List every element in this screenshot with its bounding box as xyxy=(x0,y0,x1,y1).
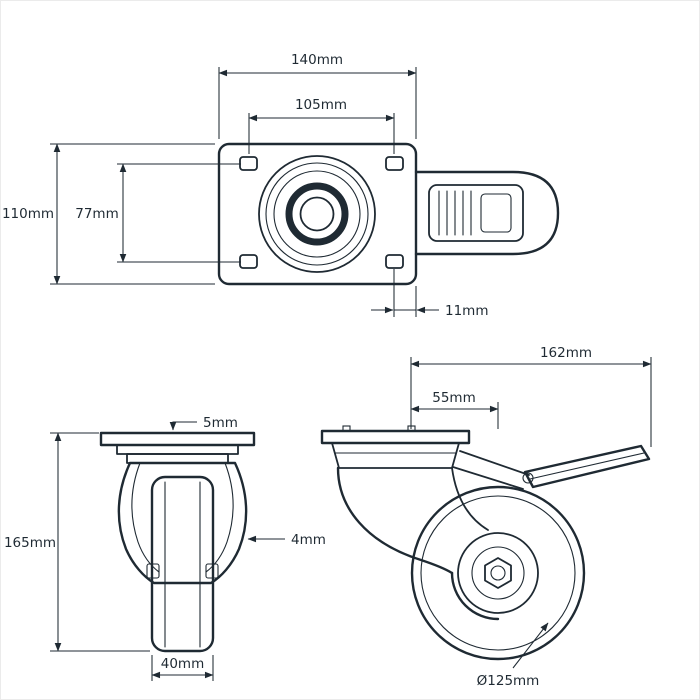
dim-label-110mm: 110mm xyxy=(2,206,54,222)
dim-swivel-offset: 55mm xyxy=(410,390,499,429)
leader-arrow xyxy=(512,622,549,669)
fork-hub-arc xyxy=(450,571,500,621)
kingpin-ring xyxy=(285,182,349,246)
dim-label-40mm: 40mm xyxy=(161,656,204,672)
dim-overall-depth: 110mm xyxy=(2,143,215,285)
leader-arrow xyxy=(169,421,197,431)
mounting-hole xyxy=(385,156,404,171)
swivel-bearing-rings xyxy=(258,155,376,273)
dim-hole-spacing-vertical: 77mm xyxy=(75,163,241,263)
brake-pedal-top xyxy=(428,184,524,242)
brake-housing-top xyxy=(414,170,560,256)
front-view: 5mm 165mm 4mm 40mm xyxy=(4,415,326,681)
axle-end-left xyxy=(146,563,160,579)
dim-overall-length: 162mm xyxy=(410,345,652,447)
brake-housing-outline xyxy=(414,170,560,256)
dim-clearance: 4mm xyxy=(247,532,326,548)
dim-label-105mm: 105mm xyxy=(295,97,347,113)
brake-link-upper xyxy=(459,450,530,476)
wheel-tread-inner xyxy=(420,495,576,651)
dim-overall-height: 165mm xyxy=(4,432,150,652)
dim-label-77mm: 77mm xyxy=(75,206,118,222)
wheel-side xyxy=(410,485,586,661)
fork-leg-inner xyxy=(451,467,489,531)
kingpin-hole xyxy=(299,196,335,232)
top-plate-outline xyxy=(217,142,418,286)
side-view: 162mm 55mm Ø125mm xyxy=(320,345,652,689)
bearing-ring xyxy=(273,170,361,258)
wheel-hub-inner xyxy=(471,546,525,600)
dim-label-diameter-125mm: Ø125mm xyxy=(477,673,540,689)
dim-label-4mm: 4mm xyxy=(291,532,326,548)
swivel-housing-side xyxy=(331,442,460,469)
dim-overall-width: 140mm xyxy=(218,52,417,139)
brake-link-lower xyxy=(452,466,524,490)
wheel-hub-outer xyxy=(457,532,539,614)
top-plate-side xyxy=(320,429,471,445)
dim-label-11mm: 11mm xyxy=(445,303,488,319)
dim-label-165mm: 165mm xyxy=(4,535,56,551)
fork-arm-inner-right xyxy=(205,462,234,573)
dim-plate-thickness: 5mm xyxy=(169,415,238,431)
dim-hole-edge-offset: 11mm xyxy=(371,269,488,319)
bearing-ring-outer xyxy=(258,155,376,273)
dim-wheel-width: 40mm xyxy=(151,655,214,681)
mounting-hole xyxy=(385,254,404,269)
top-plate-front xyxy=(99,431,256,447)
dim-hole-spacing-horizontal: 105mm xyxy=(248,97,395,154)
bearing-ring xyxy=(265,162,369,266)
fork-arm-inner-left xyxy=(131,462,160,573)
dim-wheel-diameter: Ø125mm xyxy=(477,622,549,689)
top-view: 140mm 105mm 110mm 77mm 11mm xyxy=(2,52,560,319)
fork-leg-outer xyxy=(336,466,454,575)
swivel-flange-upper xyxy=(116,444,239,455)
dim-label-140mm: 140mm xyxy=(291,52,343,68)
axle-center xyxy=(490,565,506,581)
mounting-hole xyxy=(239,156,258,171)
axle-hex-nut xyxy=(484,557,512,589)
brake-pedal-line xyxy=(529,452,645,480)
dim-label-162mm: 162mm xyxy=(540,345,592,361)
dim-label-55mm: 55mm xyxy=(432,390,475,406)
brake-lever-side xyxy=(452,444,651,490)
axle-end-right xyxy=(205,563,219,579)
plate-bolt-mark xyxy=(342,425,351,432)
dim-label-5mm: 5mm xyxy=(203,415,238,431)
wheel-front xyxy=(150,475,215,653)
brake-pivot xyxy=(522,472,534,484)
swivel-flange-lower xyxy=(126,453,229,464)
fork-housing-front xyxy=(117,461,248,585)
mounting-hole xyxy=(239,254,258,269)
pedal-inner-plate xyxy=(480,193,512,233)
wheel-tread-outer xyxy=(410,485,586,661)
